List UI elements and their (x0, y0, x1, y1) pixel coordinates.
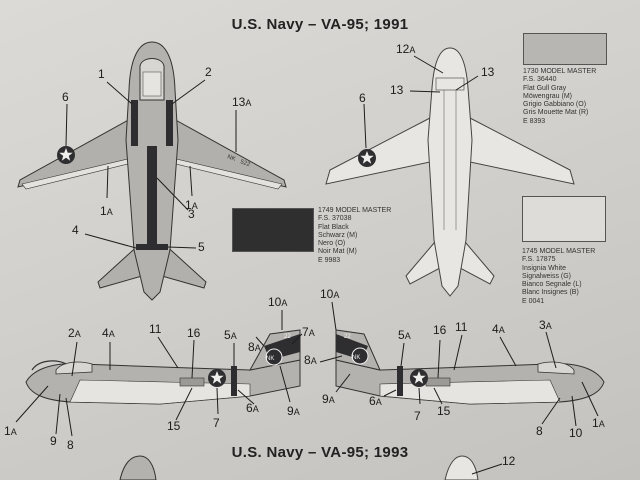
callout-label: 9A (322, 392, 335, 406)
callout-label: 3 (188, 207, 195, 221)
callout-label: 13A (232, 95, 252, 109)
left-fin-number: 22 (284, 334, 291, 340)
callout-label: 1 (98, 67, 105, 81)
paint-line: Nero (O) (318, 240, 346, 248)
callout-label: 5A (398, 328, 411, 342)
paint-line: Bianco Segnale (L) (522, 281, 582, 289)
callout-label: 16 (187, 326, 201, 340)
callout-label: 15 (437, 404, 451, 418)
callout-label: 7A (302, 325, 315, 339)
left-fin-tail-code: NK (266, 356, 274, 362)
callout-label: 10 (569, 426, 583, 440)
paint-line: F.S. 17875 (522, 256, 556, 264)
paint-swatch-insignia-white (522, 196, 606, 242)
wing-modex: 522 (239, 159, 251, 168)
callout-label: 4 (72, 223, 79, 237)
scheme-title-1991: U.S. Navy – VA-95; 1991 (231, 16, 409, 33)
callout-label: 2A (68, 326, 81, 340)
bottom-view (325, 47, 575, 297)
paint-line: Blanc Insignes (B) (522, 289, 579, 297)
callout-label: 11 (455, 320, 468, 334)
paint-legend-flat-black: 1749 MODEL MASTER F.S. 37038 Flat Black … (318, 207, 391, 265)
callout-label: 4A (102, 326, 115, 340)
right-fin-number: 22 (344, 334, 351, 340)
callout-label: 6 (62, 90, 69, 104)
paint-line: Gris Mouette Mat (R) (523, 109, 589, 117)
callout-label: 12 (502, 454, 516, 468)
callout-label: 6 (359, 91, 366, 105)
left-profile: NK 22 (25, 329, 301, 405)
wing-tail-code: NK (226, 154, 236, 162)
paint-line: Schwarz (M) (318, 231, 358, 239)
paint-line: Grigio Gabbiano (O) (523, 101, 587, 109)
callout-label: 10A (320, 287, 340, 301)
paint-legend-gull-gray: 1730 MODEL MASTER F.S. 36440 Flat Gull G… (523, 68, 596, 126)
scheme-title-1993: U.S. Navy – VA-95; 1993 (231, 444, 409, 461)
callout-label: 13 (481, 65, 495, 79)
paint-line: Noir Mat (M) (318, 248, 357, 256)
callout-label: 1A (4, 424, 17, 438)
paint-line: Signalweiss (G) (522, 272, 572, 280)
callout-label: 11 (149, 322, 162, 336)
callout-label: 10A (268, 295, 288, 309)
paint-line: Flat Black (318, 223, 349, 231)
callout-label: 7 (414, 409, 421, 423)
callout-label: 1A (185, 198, 198, 212)
paint-line: Möwengrau (M) (523, 92, 573, 100)
paint-line: E 8393 (523, 117, 546, 125)
paint-line: 1745 MODEL MASTER (522, 248, 596, 255)
callout-label: 7 (213, 416, 220, 430)
callout-label: 15 (167, 419, 181, 433)
paint-swatch-gull-gray (523, 33, 607, 65)
paint-swatch-flat-black (232, 208, 314, 252)
callout-label: 6A (369, 394, 382, 408)
paint-line: 1749 MODEL MASTER (318, 207, 392, 214)
next-scheme-top-view-partial (119, 455, 157, 480)
callout-label: 3A (539, 318, 552, 332)
next-scheme-bottom-view-partial (444, 455, 479, 480)
callout-label: 2 (205, 65, 212, 79)
paint-legend-insignia-white: 1745 MODEL MASTER F.S. 17875 Insignia Wh… (522, 248, 595, 306)
paint-line: Flat Gull Gray (523, 84, 567, 92)
paint-line: E 0041 (522, 297, 545, 305)
leader-lines (15, 55, 599, 475)
callout-label: 9A (287, 404, 300, 418)
right-profile: NK 22 (335, 329, 605, 405)
paint-line: 1730 MODEL MASTER (523, 68, 597, 75)
callout-label: 8A (304, 353, 317, 367)
callout-label: 6A (246, 401, 259, 415)
callout-label: 8 (67, 438, 74, 452)
paint-line: Insignia White (522, 264, 566, 272)
callout-label: 8A (248, 340, 261, 354)
callout-label: 5 (198, 240, 205, 254)
callout-label: 8 (536, 424, 543, 438)
callout-label: 13 (390, 83, 404, 97)
callout-label: 5A (224, 328, 237, 342)
paint-line: E 9983 (318, 256, 341, 264)
callout-label: 16 (433, 323, 447, 337)
callout-label: 9 (50, 434, 57, 448)
right-fin-tail-code: NK (352, 355, 360, 361)
top-view: NK 522 (17, 41, 287, 301)
callout-label: 4A (492, 322, 505, 336)
callout-label: 1A (592, 416, 605, 430)
paint-line: F.S. 36440 (523, 76, 557, 84)
callout-label: 1A (100, 204, 113, 218)
callout-label: 12A (396, 42, 416, 56)
paint-line: F.S. 37038 (318, 215, 352, 223)
